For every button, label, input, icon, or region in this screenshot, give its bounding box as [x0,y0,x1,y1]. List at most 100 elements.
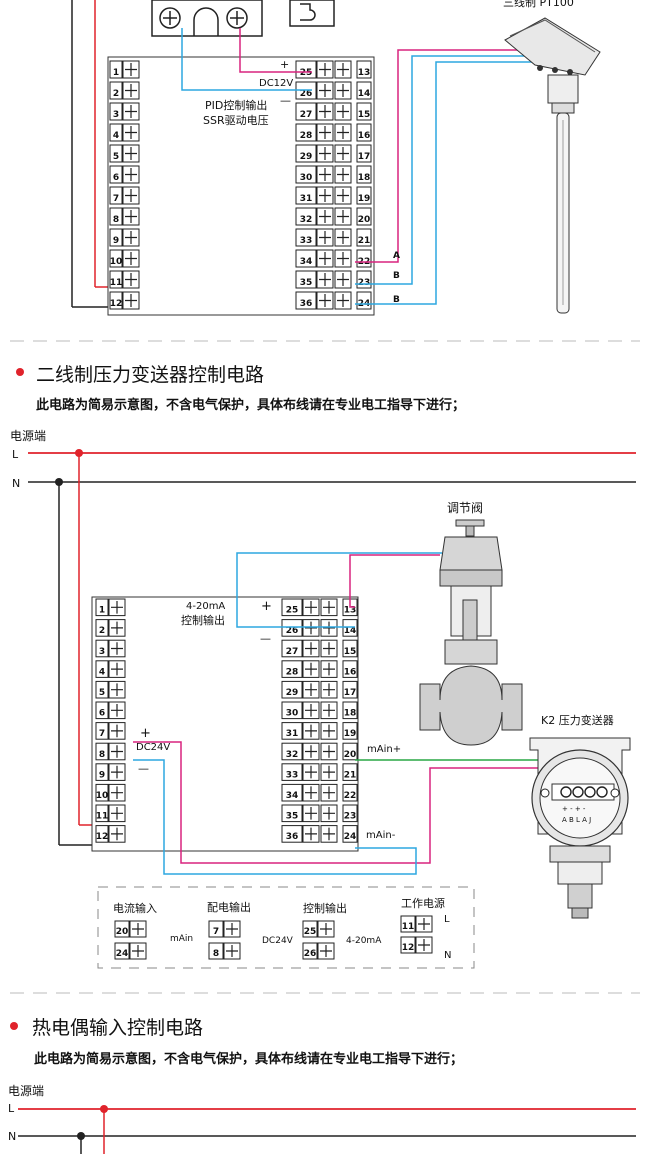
top-terminal-20: 20 [358,215,371,225]
top-terminal-9: 9 [113,236,119,246]
top-terminal-14: 14 [358,89,371,99]
mid-terminal-10: 10 [96,791,109,801]
top-terminal-30: 30 [300,173,313,183]
wire-a-label: A [393,251,400,261]
top-terminal-7: 7 [113,194,119,204]
dc24v-label: DC24V [136,742,170,753]
top-terminal-8: 8 [113,215,119,225]
mid-terminal-30: 30 [286,709,299,719]
mid-terminal-7: 7 [99,729,105,739]
tx-terms-2: A B L A J [562,816,591,824]
top-terminal-23: 23 [358,278,371,288]
top-terminal-18: 18 [358,173,371,183]
top-terminal-15: 15 [358,110,371,120]
legend-ctrl-out: 控制输出 [303,901,347,915]
pt100-title: 三线制 PT100 [503,0,574,9]
mid-terminal-36: 36 [286,832,299,842]
ssr-voltage-label: SSR驱动电压 [203,114,269,127]
valve-label: 调节阀 [447,501,483,515]
control-valve-icon: 调节阀 [419,501,523,746]
top-terminal-11: 11 [110,278,123,288]
top-terminal-2: 2 [113,89,119,99]
main-plus-label: mAin+ [367,744,401,755]
legend-terminal-26: 26 [304,949,317,959]
top-terminal-35: 35 [300,278,313,288]
mid-terminal-2: 2 [99,626,105,636]
s3-N-label: N [8,1130,16,1143]
top-terminal-21: 21 [358,236,371,246]
top-terminal-4: 4 [113,131,119,141]
mid-terminal-22: 22 [344,791,357,801]
controller-box [107,56,375,316]
plus-label: + [280,58,289,71]
top-terminal-1: 1 [113,68,119,78]
legend-terminal-11: 11 [402,922,415,932]
legend-main: mAin [170,934,193,944]
ctrl-output-label: 控制输出 [181,613,225,627]
top-terminal-19: 19 [358,194,371,204]
mid-terminal-18: 18 [344,709,357,719]
mid-terminal-19: 19 [344,729,357,739]
out-plus: + [261,599,272,614]
mid-terminal-3: 3 [99,647,105,657]
top-terminal-31: 31 [300,194,313,204]
bullet-icon [16,368,24,376]
mid-terminal-23: 23 [344,812,357,822]
dc-minus: — [138,762,149,775]
top-terminal-3: 3 [113,110,119,120]
bullet-icon-2 [10,1022,18,1030]
legend-terminal-12: 12 [402,943,415,953]
top-terminal-17: 17 [358,152,371,162]
mid-terminal-24: 24 [344,832,357,842]
mid-terminal-12: 12 [96,832,109,842]
pid-output-label: PID控制输出 [205,98,267,112]
legend-L: L [444,914,450,925]
legend-terminal-20: 20 [116,927,129,937]
mid-terminal-16: 16 [344,667,357,677]
load-symbol [289,0,335,27]
mid-terminal-34: 34 [286,791,299,801]
legend-dc24v: DC24V [262,936,294,946]
legend-current-in: 电流输入 [113,901,157,915]
top-terminal-29: 29 [300,152,313,162]
legend-terminal-8: 8 [213,949,219,959]
out-minus: — [260,632,271,645]
mid-terminal-33: 33 [286,770,299,780]
legend-N: N [444,950,451,961]
top-terminal-26: 26 [300,89,313,99]
legend-work-power: 工作电源 [401,896,445,910]
s3-L-label: L [8,1102,15,1115]
mid-terminal-4: 4 [99,667,105,677]
top-terminal-36: 36 [300,299,313,309]
mid-terminal-20: 20 [344,750,357,760]
mid-terminal-11: 11 [96,812,109,822]
top-terminal-33: 33 [300,236,313,246]
mid-terminal-17: 17 [344,688,357,698]
s2-N-label: N [12,477,20,490]
dc12v-label: DC12V [259,78,293,89]
transmitter-label: K2 压力变送器 [541,713,614,727]
mid-terminal-1: 1 [99,606,105,616]
mid-terminal-27: 27 [286,647,299,657]
top-terminal-12: 12 [110,299,123,309]
mid-terminal-28: 28 [286,667,299,677]
legend-terminal-7: 7 [213,927,219,937]
section3-diagram [18,1105,636,1154]
mid-terminal-13: 13 [344,606,357,616]
section2-power-label: 电源端 [10,429,47,443]
tx-terms: + - + - [562,805,586,813]
mid-terminal-26: 26 [286,626,299,636]
minus-label: — [280,94,291,107]
top-terminal-28: 28 [300,131,313,141]
mid-terminal-32: 32 [286,750,299,760]
out-range-label: 4-20mA [186,601,225,612]
dc-plus: + [140,726,151,741]
top-terminal-32: 32 [300,215,313,225]
top-terminal-27: 27 [300,110,313,120]
mid-terminal-15: 15 [344,647,357,657]
pt100-sensor-icon: 三线制 PT100 [503,0,601,314]
mid-terminal-14: 14 [344,626,357,636]
mid-terminal-25: 25 [286,606,299,616]
